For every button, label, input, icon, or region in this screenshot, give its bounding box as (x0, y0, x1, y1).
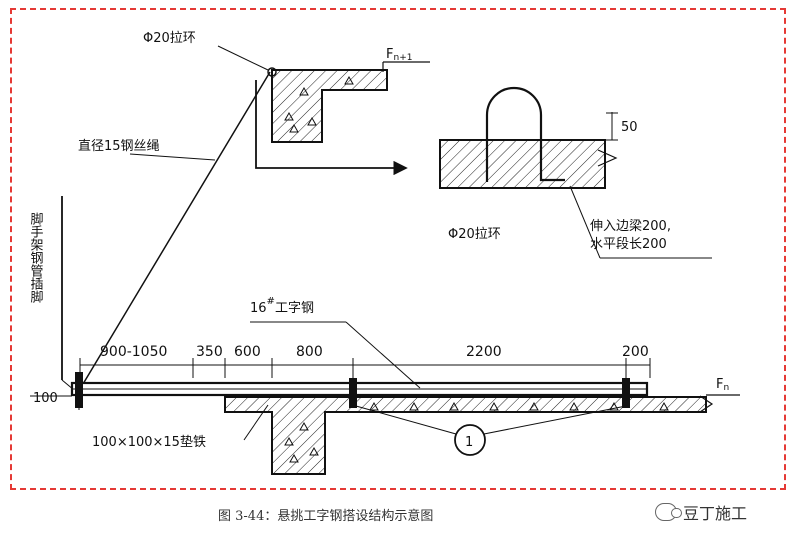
steel-wire-rope (82, 71, 271, 385)
dim-900-1050: 900-1050 (100, 344, 167, 360)
label-pad-iron: 100×100×15垫铁 (92, 434, 206, 450)
wechat-icon (655, 503, 682, 521)
label-dim-100: 100 (33, 391, 58, 406)
label-scaffold-pole: 脚手架钢管插脚 (28, 211, 44, 303)
figure-caption: 图 3-44：悬挑工字钢搭设结构示意图 (218, 509, 434, 524)
dashed-border-frame (10, 8, 786, 490)
label-embed-line1: 伸入边梁200, (590, 219, 671, 234)
lower-floor-section (30, 321, 740, 475)
dim-600: 600 (234, 344, 261, 360)
label-circle-1: 1 (465, 435, 473, 450)
dimension-line (79, 358, 651, 378)
dim-800: 800 (296, 344, 323, 360)
label-force-right: Fn (716, 377, 729, 393)
rope-leader (129, 153, 216, 161)
brand-watermark: 豆丁施工 (655, 500, 747, 524)
brand-name: 豆丁施工 (683, 504, 748, 523)
label-dim-50: 50 (621, 120, 638, 135)
label-i-beam: 16#工字钢 (250, 296, 314, 316)
dim-200: 200 (622, 344, 649, 360)
detail-arrow (255, 80, 408, 176)
label-ring-top: Φ20拉环 (143, 31, 196, 46)
label-embed-line2: 水平段长200 (590, 237, 667, 252)
label-ring-detail: Φ20拉环 (448, 227, 501, 242)
ring-detail (439, 86, 712, 259)
dim-2200: 2200 (466, 344, 502, 360)
upper-floor-section (217, 45, 430, 143)
label-steel-rope: 直径15钢丝绳 (78, 139, 160, 154)
label-force-top: Fn+1 (386, 47, 412, 63)
dim-350: 350 (196, 344, 223, 360)
